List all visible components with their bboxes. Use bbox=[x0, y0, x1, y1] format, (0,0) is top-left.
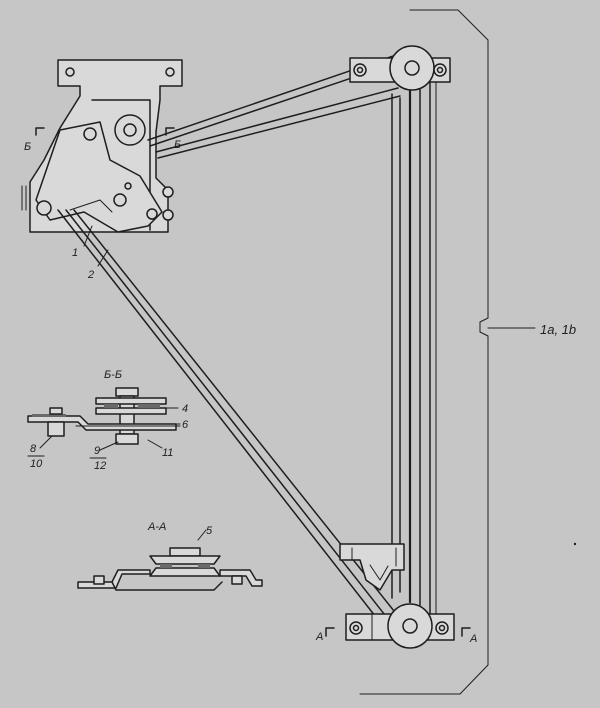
section-aa: А-А 5 bbox=[77, 521, 263, 591]
glass-holder bbox=[339, 543, 405, 591]
section-a-left-label: А bbox=[315, 631, 323, 643]
part-6-label: 6 bbox=[182, 419, 189, 431]
leader-part-1 bbox=[83, 225, 93, 247]
part-11-label: 11 bbox=[162, 447, 173, 459]
bottom-pulley bbox=[345, 603, 455, 649]
part-9-label: 9 bbox=[94, 445, 100, 457]
part-4-label: 4 bbox=[182, 403, 188, 415]
part-8-label: 8 bbox=[30, 443, 37, 455]
section-bb-title: Б-Б bbox=[104, 369, 122, 381]
section-aa-title: А-А bbox=[147, 521, 166, 533]
top-pulley bbox=[349, 45, 451, 91]
part-5-label: 5 bbox=[206, 525, 213, 537]
section-b-left-label: Б bbox=[24, 141, 31, 153]
part-12-label: 12 bbox=[94, 460, 106, 472]
section-a-right-label: А bbox=[469, 633, 477, 645]
section-mark-b-right: Б bbox=[165, 127, 181, 151]
stray-dot bbox=[573, 542, 577, 546]
section-mark-a-left: А bbox=[315, 627, 335, 643]
vertical-guide-rail bbox=[391, 79, 437, 615]
section-mark-b-left: Б bbox=[24, 127, 45, 153]
section-mark-a-right: А bbox=[461, 627, 477, 645]
leader-part-2 bbox=[97, 249, 109, 267]
part-10-label: 10 bbox=[30, 458, 43, 470]
part-2-label: 2 bbox=[87, 269, 94, 281]
door-ref-label: 1a, 1b bbox=[540, 322, 576, 337]
drum-assembly bbox=[21, 114, 163, 233]
part-1-label: 1 bbox=[72, 247, 78, 259]
door-outline bbox=[359, 9, 489, 695]
section-bb: Б-Б 4 6 11 8 10 9 12 bbox=[27, 369, 189, 472]
section-b-right-label: Б bbox=[174, 139, 181, 151]
